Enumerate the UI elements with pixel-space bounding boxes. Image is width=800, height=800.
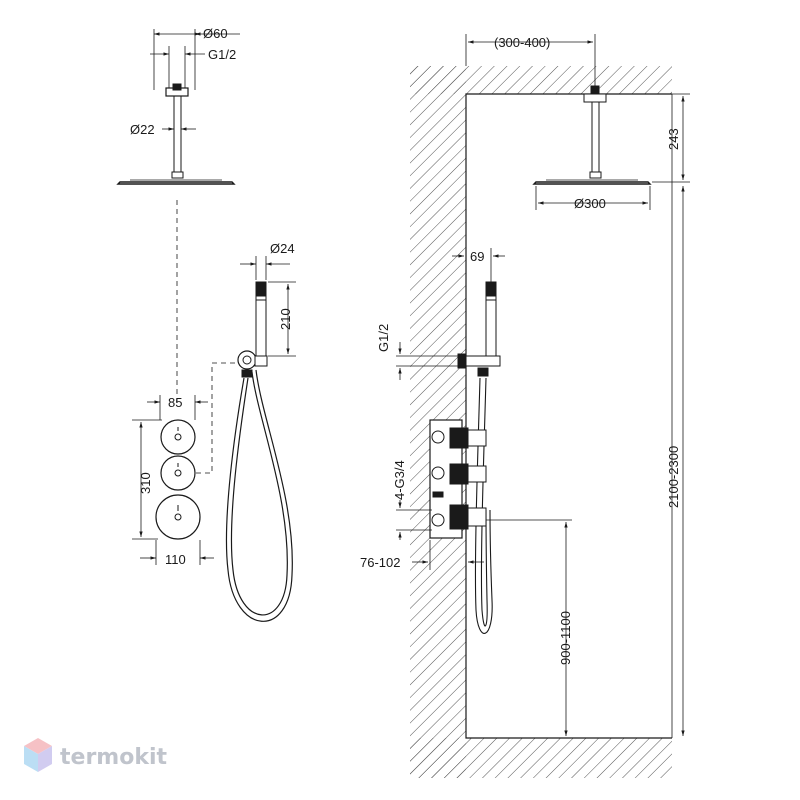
dim-head-dia [535,186,651,210]
hose-connection-dashed [196,362,238,474]
label-pipe-thread: G1/2 [208,47,236,62]
label-head-dia: Ø300 [574,196,606,211]
dim-panel-width [140,540,214,565]
control-panel-front [155,419,201,540]
room-outline [465,93,672,739]
label-knob-spacing: 85 [168,395,182,410]
brand-name: termokit [60,745,167,770]
ceiling-arm-front [116,83,236,185]
label-arm-length: 243 [666,128,681,150]
dim-inlet-threads [396,500,432,540]
cube-icon [24,738,52,772]
dim-knob-spacing [147,395,208,420]
ceiling-arm-side [532,85,652,185]
label-head-height: 2100-2300 [666,446,681,508]
label-ceiling-offset: (300-400) [494,35,550,50]
dim-handle-dia [240,256,290,280]
dim-ceiling-offset [465,34,596,86]
dim-head-height [671,94,685,738]
dim-panel-height [132,419,162,540]
label-wall-thread: G1/2 [376,324,391,352]
label-pipe-outer-dia: Ø60 [203,26,228,41]
dim-handle-length [268,281,296,357]
front-view [116,29,296,622]
dim-pipe-thread [150,46,205,88]
dim-wall-thread [396,342,458,380]
label-valve-height: 900-1100 [558,611,573,665]
hand-shower-front [225,281,293,622]
dim-pipe-outer-dia [153,29,240,90]
label-panel-width: 110 [165,552,186,567]
brand-logo: termokit [24,738,167,772]
label-handle-dia: Ø24 [270,241,295,256]
label-holder-offset: 69 [470,249,484,264]
side-view [396,34,690,778]
label-mount-depth: 76-102 [360,555,400,570]
valve-body-side [429,419,487,540]
dim-holder-offset [452,248,505,282]
floor-hatch [410,738,672,778]
label-panel-height: 310 [138,472,153,494]
label-pipe-dia: Ø22 [130,122,155,137]
label-handle-length: 210 [278,308,293,330]
label-inlet-threads: 4-G3/4 [392,460,407,500]
dim-arm-length [652,93,690,183]
dim-mount-depth [412,540,484,570]
hand-shower-side [457,281,501,634]
dim-valve-height [486,519,572,736]
